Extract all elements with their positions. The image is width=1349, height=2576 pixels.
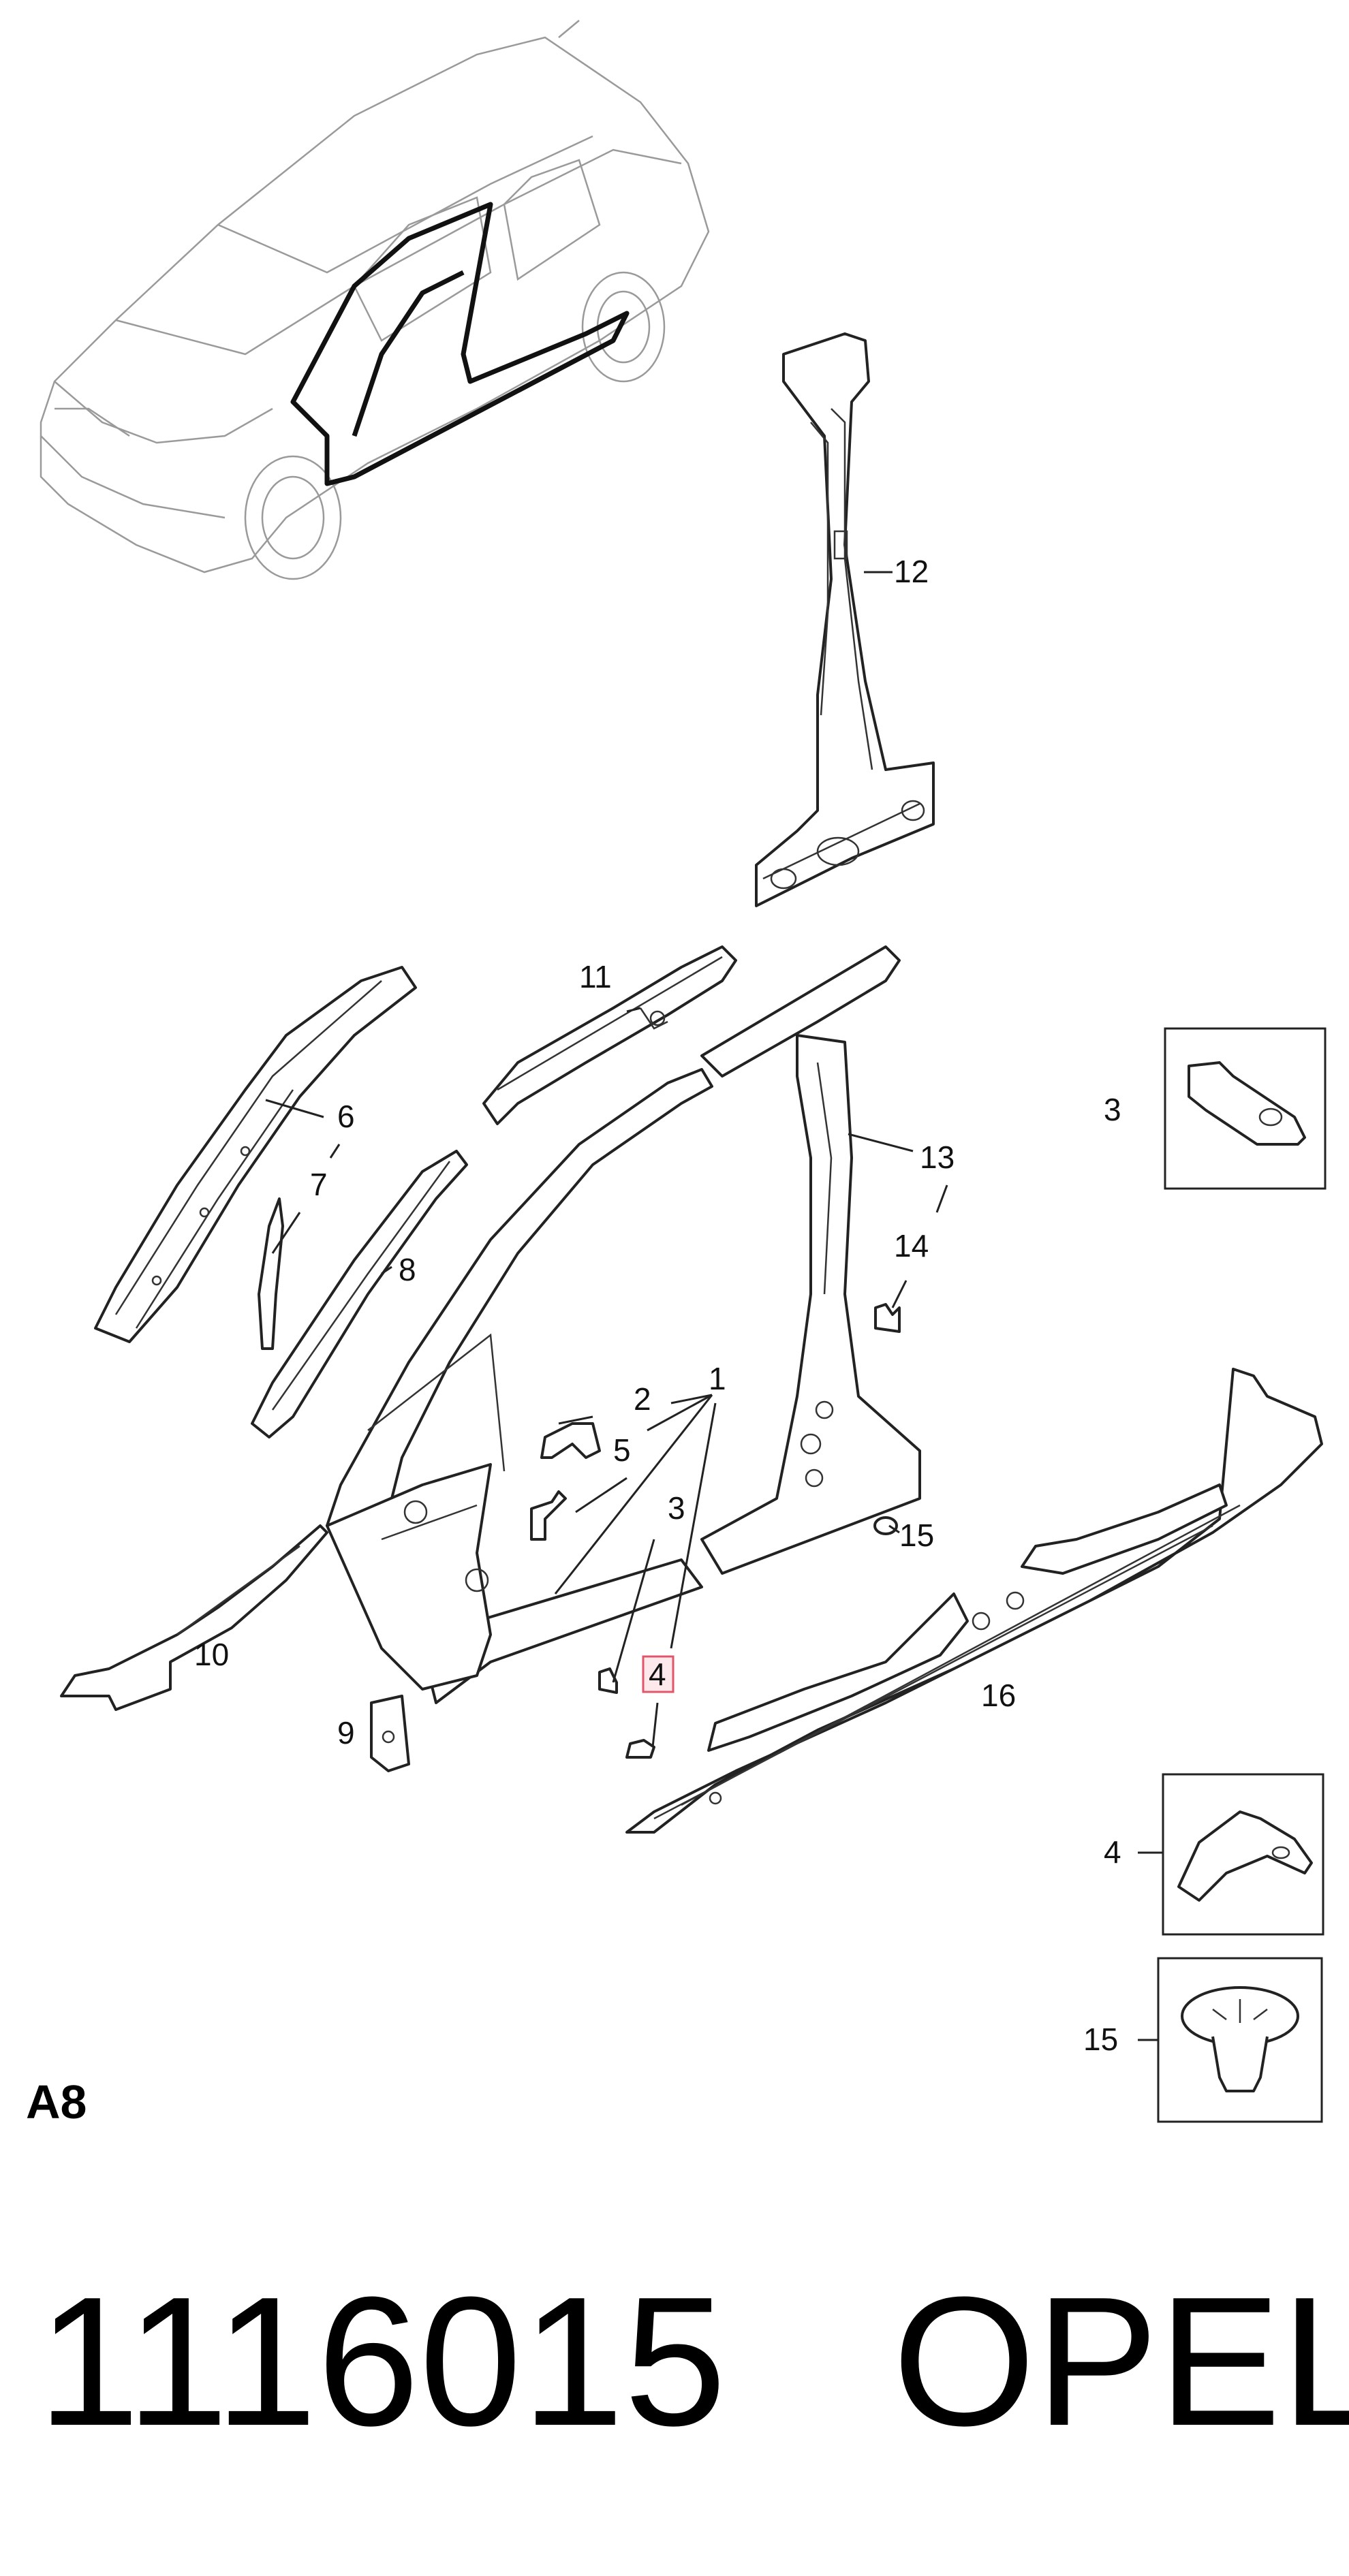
callout-13: 13	[920, 1140, 955, 1175]
leader-lines	[265, 571, 1213, 2041]
part-10-lower-panel	[60, 1524, 328, 1711]
callout-5: 5	[613, 1432, 631, 1468]
callout-12: 12	[894, 554, 929, 589]
callout-1: 1	[709, 1361, 726, 1396]
inset-15: 15	[1083, 1957, 1323, 2123]
callout-6: 6	[337, 1099, 355, 1134]
brand-name: OPEL	[893, 2259, 1349, 2464]
inset-4-label: 4	[1104, 1834, 1121, 1870]
part-15-clip	[873, 1516, 898, 1535]
inset-15-label: 15	[1083, 2022, 1118, 2057]
callout-14: 14	[894, 1228, 929, 1263]
callout-10: 10	[194, 1637, 229, 1672]
callout-2: 2	[634, 1381, 651, 1417]
sheet-id: A8	[26, 2075, 87, 2129]
part-13-body-side-frame	[326, 945, 921, 1704]
part-12-b-pillar	[755, 332, 935, 907]
callout-7: 7	[310, 1167, 328, 1202]
part-6-a-pillar-inner	[94, 966, 417, 1343]
callout-8: 8	[399, 1252, 416, 1287]
part-2-bracket	[540, 1422, 601, 1459]
part-5-bracket	[530, 1490, 567, 1541]
callout-15: 15	[899, 1518, 934, 1553]
inset-4: 4	[1104, 1773, 1324, 1936]
part-14-bracket	[874, 1303, 901, 1333]
part-8-rail	[251, 1150, 468, 1439]
part-9-bracket	[370, 1695, 410, 1772]
callout-16: 16	[981, 1678, 1016, 1713]
inset-3-label: 3	[1104, 1092, 1121, 1127]
part-4-small-bracket	[625, 1739, 655, 1759]
part-3-small-bracket	[598, 1667, 618, 1694]
car-overview	[40, 20, 710, 580]
callout-3: 3	[668, 1490, 685, 1526]
highlight-box-4	[642, 1655, 674, 1693]
callout-11: 11	[579, 959, 612, 994]
callout-9: 9	[337, 1715, 355, 1750]
callout-4-highlighted[interactable]: 4	[649, 1656, 666, 1692]
inset-3: 3	[1104, 1027, 1327, 1190]
part-16-rocker-panel	[625, 1368, 1323, 1834]
part-11-roof-rail	[482, 945, 737, 1125]
part-7-strip	[258, 1197, 284, 1350]
part-number: 1116015	[37, 2259, 726, 2464]
callout-labels: 12 11 6 7 8 13 14 1 2 5 3 15 10 9 16 4	[194, 554, 1016, 1750]
